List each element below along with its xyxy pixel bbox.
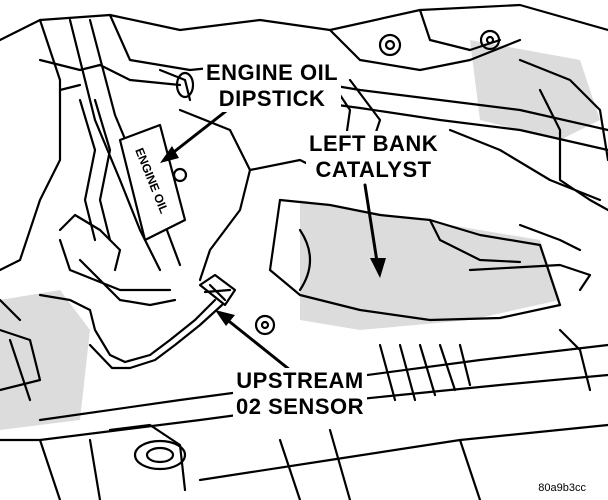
sensor-callout-line2: 02 SENSOR xyxy=(236,394,364,419)
sensor-leader xyxy=(223,316,292,372)
figure-code: 80a9b3cc xyxy=(538,482,586,494)
sensor-arrowhead xyxy=(215,310,235,326)
dipstick-callout-line2: DIPSTICK xyxy=(218,86,326,111)
dipstick-leader xyxy=(168,106,232,157)
dipstick-callout: ENGINE OIL DIPSTICK xyxy=(203,60,342,112)
catalyst-callout: LEFT BANK CATALYST xyxy=(306,131,442,183)
catalyst-callout-line1: LEFT BANK xyxy=(309,131,439,156)
leader-lines xyxy=(168,106,380,372)
upstream-o2-sensor xyxy=(38,273,276,370)
catalyst-leader xyxy=(363,183,380,270)
dipstick-callout-line1: ENGINE OIL xyxy=(206,60,339,85)
catalyst-arrowhead xyxy=(370,258,386,278)
arrowheads xyxy=(160,146,386,326)
dipstick-tube xyxy=(38,18,195,307)
left-bank-catalyst xyxy=(268,198,592,322)
catalyst-callout-line2: CATALYST xyxy=(315,157,432,182)
shading xyxy=(0,40,600,430)
dipstick-arrowhead xyxy=(160,146,179,163)
sensor-callout-line1: UPSTREAM xyxy=(236,368,364,393)
sensor-callout: UPSTREAM 02 SENSOR xyxy=(233,368,367,420)
